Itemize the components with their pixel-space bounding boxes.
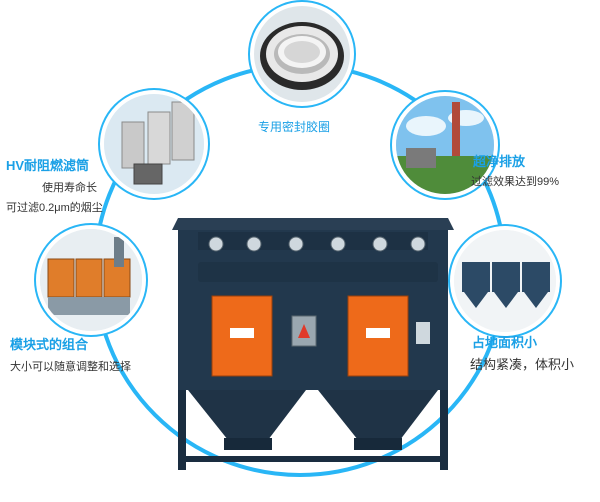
feature-seal: 专用密封胶圈 — [258, 118, 330, 135]
feature-footprint-title: 占地面积小 — [472, 335, 538, 350]
feature-filter: HV耐阻燃滤筒 使用寿命长 可过滤0.2μm的烟尘 — [6, 155, 103, 216]
filter-cartridge-image — [100, 90, 208, 198]
compact-unit-image — [450, 226, 560, 336]
seal-ring-image — [250, 2, 354, 106]
feature-modular: 模块式的组合 大小可以随意调整和选择 — [10, 334, 131, 375]
feature-filter-desc2: 可过滤0.2μm的烟尘 — [6, 202, 103, 214]
feature-emission-title: 超净排放 — [473, 154, 526, 169]
feature-emission: 超净排放 过滤效果达到99% — [471, 151, 560, 190]
feature-seal-title: 专用密封胶圈 — [258, 120, 331, 134]
filter-cartridge-icon — [104, 94, 204, 194]
modular-unit-image — [36, 225, 146, 335]
feature-footprint: 占地面积小 结构紧凑，体积小 — [470, 332, 575, 373]
feature-modular-desc1: 大小可以随意调整和选择 — [10, 361, 131, 373]
compact-unit-icon — [454, 230, 556, 332]
modular-unit-icon — [40, 229, 142, 331]
feature-footprint-desc1: 结构紧凑，体积小 — [470, 357, 575, 372]
dust-collector-machine — [172, 218, 454, 470]
feature-filter-desc1: 使用寿命长 — [42, 182, 97, 194]
feature-emission-desc1: 过滤效果达到99% — [471, 176, 560, 188]
feature-filter-title: HV耐阻燃滤筒 — [6, 158, 90, 173]
feature-modular-title: 模块式的组合 — [10, 337, 89, 352]
seal-ring-icon — [260, 22, 344, 90]
